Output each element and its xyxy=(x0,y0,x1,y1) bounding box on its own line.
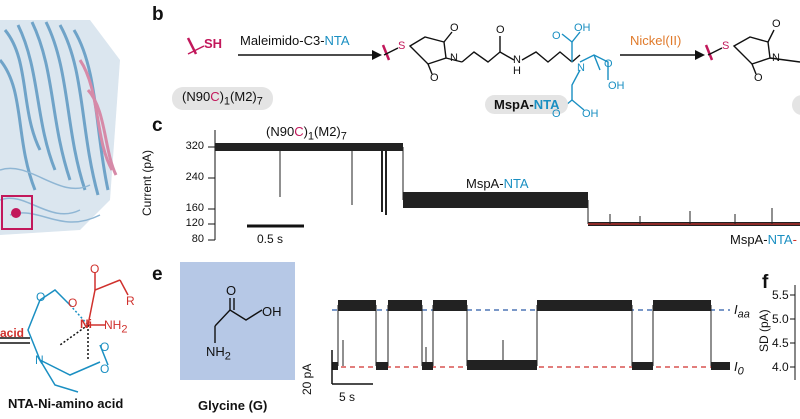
atom-label: OH xyxy=(608,80,625,92)
atom-label: N xyxy=(772,52,780,64)
panel-c-trace xyxy=(208,130,800,241)
atom-label: R xyxy=(126,294,135,308)
atom-label: S xyxy=(398,40,406,52)
acid-label: acid xyxy=(0,326,25,340)
atom-label: O xyxy=(226,283,237,298)
glycine-box xyxy=(180,262,295,380)
atom-label: H xyxy=(513,65,521,77)
current-axis-label: Current (pA) xyxy=(140,149,154,216)
panel-label-f: f xyxy=(762,272,769,293)
y-tick-label: 160 xyxy=(185,202,204,214)
atom-label: O xyxy=(552,108,561,120)
atom-label: NH2 xyxy=(104,318,128,336)
atom-label: OH xyxy=(574,22,591,34)
y-tick-label: 4.5 xyxy=(772,336,789,350)
trace-label-mutant: (N90C)1(M2)7 xyxy=(266,124,347,143)
atom-label: OH xyxy=(582,108,599,120)
atom-label: OH xyxy=(262,304,282,319)
atom-label: O xyxy=(68,296,78,310)
reagent-label: Maleimido-C3-NTA xyxy=(240,33,350,48)
atom-label: O xyxy=(450,22,459,34)
atom-label: O xyxy=(100,340,110,354)
atom-label: O xyxy=(496,24,505,36)
y-tick-label: 5.5 xyxy=(772,288,789,302)
atom-label: O xyxy=(430,72,439,84)
current-scale-label: 20 pA xyxy=(300,363,314,395)
glycine-structure xyxy=(214,298,263,343)
product-pill: MspA-NTA xyxy=(485,95,569,114)
atom-label: S xyxy=(722,40,730,52)
y-tick-label: 4.0 xyxy=(772,360,789,374)
panel-f-axis xyxy=(790,285,796,380)
atom-label: O xyxy=(754,72,763,84)
level-label-i0: I0 xyxy=(734,359,744,378)
time-scale-label: 5 s xyxy=(339,390,356,404)
highlight-box xyxy=(1,195,33,230)
atom-label: Ni xyxy=(80,317,92,331)
trace-label-mspa-nta-ni: MspA-NTA- xyxy=(730,232,797,247)
atom-label: N xyxy=(513,54,521,66)
atom-label: O xyxy=(772,18,781,30)
atom-label: NH2 xyxy=(206,344,231,363)
y-tick-label: 320 xyxy=(185,140,204,152)
glycine-caption: Glycine (G) xyxy=(198,398,268,413)
atom-label: O xyxy=(604,58,613,70)
atom-label: O xyxy=(36,290,46,304)
atom-label: O xyxy=(552,30,561,42)
y-tick-label: 240 xyxy=(185,171,204,183)
protein-structure-image xyxy=(0,20,120,235)
mutant-pill: (N90C)1(M2)7 xyxy=(172,87,273,110)
nta-ni-caption: NTA-Ni-amino acid xyxy=(8,396,124,411)
y-tick-label: 5.0 xyxy=(772,312,789,326)
level-label-iaa: Iaa xyxy=(734,302,750,321)
panel-label-c: c xyxy=(152,115,163,136)
atom-label: N xyxy=(577,62,585,74)
panel-label-b: b xyxy=(152,4,164,25)
panel-label-e: e xyxy=(152,264,163,285)
atom-label: O xyxy=(100,362,110,376)
y-tick-label: 80 xyxy=(191,233,204,245)
atom-label: N xyxy=(35,353,44,367)
panel-e-trace xyxy=(331,300,730,385)
nta-ni-structure xyxy=(0,272,129,393)
thiol-label: SH xyxy=(204,36,223,51)
y-tick-label: 120 xyxy=(185,217,204,229)
trace-label-mspa-nta: MspA-NTA xyxy=(466,176,529,191)
sd-axis-label: SD (pA) xyxy=(757,309,771,352)
metal-label: Nickel(II) xyxy=(630,33,682,48)
product-pill-right-edge xyxy=(792,95,800,115)
time-scale-label: 0.5 s xyxy=(257,232,284,246)
atom-label: N xyxy=(450,52,458,64)
atom-label: O xyxy=(90,262,100,276)
